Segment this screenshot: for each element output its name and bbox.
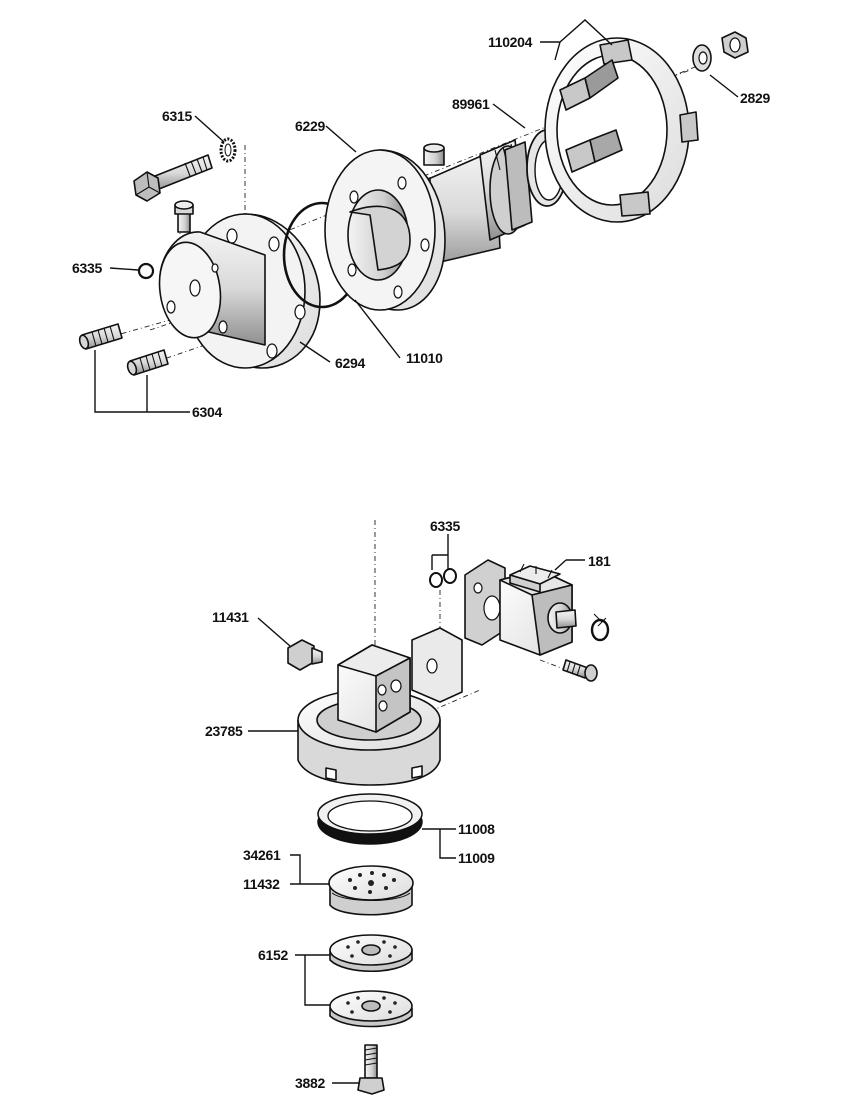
- valve-body-23785: [297, 627, 463, 786]
- spring-clip: [590, 613, 610, 642]
- callout-181: 181: [588, 553, 611, 569]
- callout-6229: 6229: [295, 118, 325, 134]
- disc-6152-a: [329, 934, 413, 973]
- slotted-ring-110204: [544, 37, 699, 223]
- lower-assembly: [287, 520, 610, 1095]
- stud-bolt-6304-b: [126, 349, 169, 376]
- hex-nut-2829: [721, 31, 749, 59]
- callout-6315: 6315: [162, 108, 192, 124]
- stud-bolt-6304-a: [78, 323, 123, 350]
- o-ring-6335-lower-b: [443, 568, 457, 584]
- callout-6335-top: 6335: [72, 260, 102, 276]
- piston-11432: [328, 865, 414, 916]
- callout-6152: 6152: [258, 947, 288, 963]
- leader-lines: [94, 19, 739, 1084]
- callout-6294: 6294: [335, 355, 365, 371]
- shaft-housing-6229: [324, 139, 533, 311]
- hex-bolt-6315: [133, 154, 213, 202]
- upper-assembly: [78, 31, 749, 376]
- callout-11010: 11010: [406, 350, 443, 366]
- flange-housing-6294: [158, 213, 321, 369]
- callout-6304: 6304: [192, 404, 222, 420]
- callout-34261: 34261: [243, 847, 281, 863]
- callout-23785: 23785: [205, 723, 243, 739]
- callout-2829: 2829: [740, 90, 770, 106]
- callout-110204: 110204: [488, 34, 533, 50]
- cap-screw: [562, 659, 598, 682]
- grease-fitting: [174, 200, 194, 233]
- callout-3882: 3882: [295, 1075, 325, 1091]
- lock-washer: [219, 137, 237, 163]
- bolt-3882: [357, 1044, 385, 1095]
- disc-6152-b: [329, 990, 413, 1028]
- callout-11431: 11431: [212, 609, 249, 625]
- o-ring-6335-upper: [137, 262, 155, 280]
- callout-6335-bottom: 6335: [430, 518, 460, 534]
- callout-labels: 110204 2829 89961 6315 6229 6335 6294 11…: [72, 34, 771, 1091]
- o-ring-6335-lower-a: [429, 572, 443, 588]
- callout-89961: 89961: [452, 96, 490, 112]
- callout-11009: 11009: [458, 850, 495, 866]
- fitting-11431: [287, 639, 323, 671]
- washer-2829: [692, 44, 712, 72]
- seal-ring-11008: [317, 793, 423, 845]
- solenoid-valve-181: [464, 559, 577, 656]
- callout-11432: 11432: [243, 876, 280, 892]
- callout-11008: 11008: [458, 821, 495, 837]
